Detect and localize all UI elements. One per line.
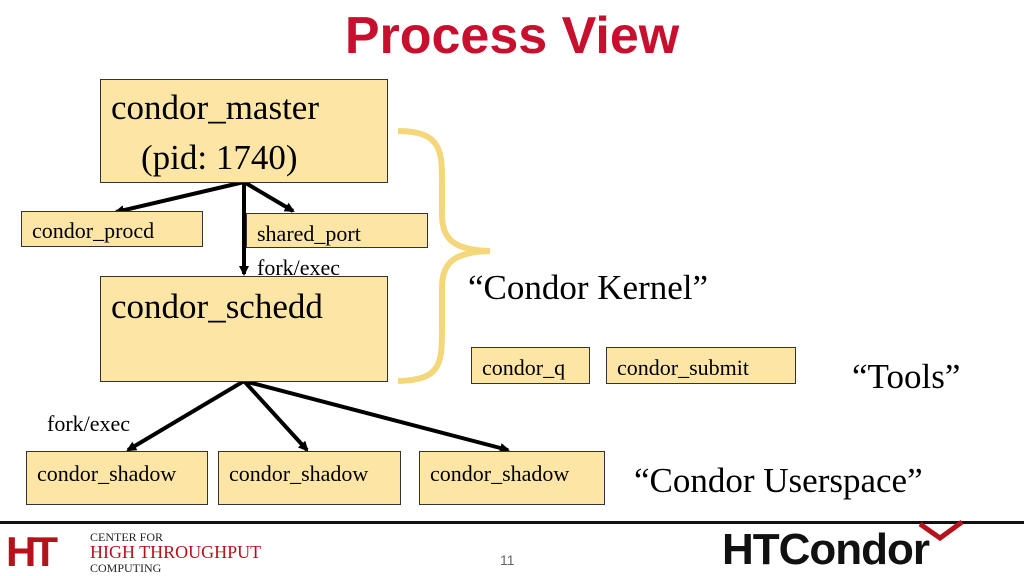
arrow-schedd-to-shadow-1 [126,379,246,452]
condor-submit-node: condor_submit [606,347,796,384]
htc-center-logo-line2: HIGH THROUGHPUT [90,542,262,562]
htc-center-logo-mark: HT [6,528,58,575]
tools-label: “Tools” [852,357,961,396]
condor-shadow-label-1: condor_shadow [37,461,177,486]
arrow-schedd-to-shadow-3 [243,379,510,453]
condor-master-node: condor_master (pid: 1740) [100,79,388,183]
condor-master-label: condor_master [111,88,319,127]
arrow-master-to-shared-port [242,180,295,213]
page-number: 11 [500,552,515,568]
condor-schedd-label: condor_schedd [111,287,323,326]
condor-shadow-node-3: condor_shadow [419,451,605,505]
fork-exec-label-top: fork/exec [257,255,341,280]
condor-q-node: condor_q [471,347,590,384]
footer-divider [0,521,1024,524]
condor-shadow-label-2: condor_shadow [229,461,369,486]
condor-procd-node: condor_procd [21,211,203,247]
htcondor-logo: HTCondor [722,520,1018,576]
htc-center-logo: HT CENTER FOR HIGH THROUGHPUT COMPUTING [6,528,306,576]
shared-port-node: shared_port [246,213,428,248]
condor-q-label: condor_q [482,355,566,380]
condor-userspace-label: “Condor Userspace” [634,461,923,500]
condor-shadow-node-1: condor_shadow [26,451,208,505]
condor-procd-label: condor_procd [32,218,155,243]
condor-kernel-label: “Condor Kernel” [468,268,709,307]
slide-title: Process View [344,7,680,65]
condor-submit-label: condor_submit [617,355,749,380]
htcondor-logo-swoosh [918,520,964,542]
condor-shadow-node-2: condor_shadow [218,451,401,505]
htc-center-logo-line1: CENTER FOR [90,530,164,544]
arrow-schedd-to-shadow-2 [242,379,309,452]
condor-schedd-node: condor_schedd [100,276,388,382]
htc-center-logo-line3: COMPUTING [90,561,162,575]
condor-master-pid: (pid: 1740) [141,138,298,177]
condor-shadow-label-3: condor_shadow [430,461,570,486]
fork-exec-label-bottom: fork/exec [47,411,131,436]
kernel-brace [397,128,491,384]
shared-port-label: shared_port [257,221,361,246]
htcondor-logo-text: HTCondor [722,525,930,574]
arrow-master-to-procd [114,180,245,216]
